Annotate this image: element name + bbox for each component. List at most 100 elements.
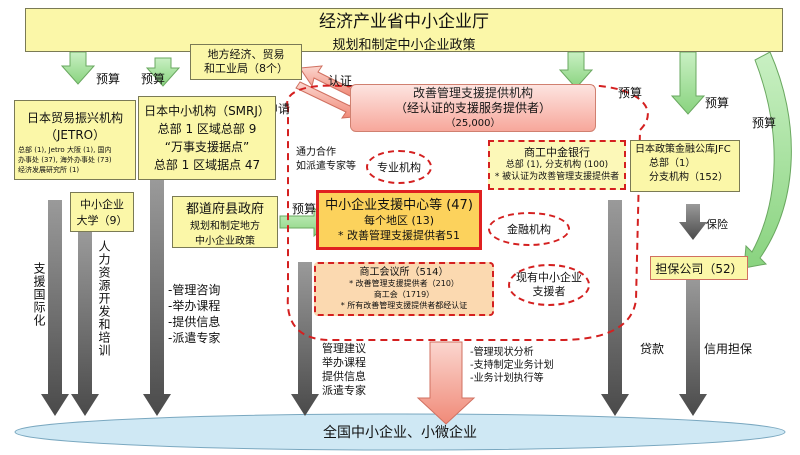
- gray-arrow-1: [41, 200, 69, 416]
- center-service-item: 提供信息: [322, 370, 366, 383]
- smrj-service-item: -派遣专家: [168, 331, 221, 345]
- jetro-title: 日本贸易振兴机构: [26, 111, 123, 125]
- label-budget-guarantee: 预算: [752, 116, 777, 130]
- gray-arrow-2: [71, 232, 99, 416]
- center-line3: * 改善管理支援提供者51: [338, 228, 460, 242]
- shoko-bank-box: 商工中金银行 总部 (1), 分支机构 (100) * 被认证为改善管理支援提供…: [488, 140, 626, 190]
- smrj-title: 日本中小机构（SMRJ）: [144, 104, 270, 118]
- chamber-line2: * 改善管理支援提供者（210）: [349, 279, 459, 288]
- page-subtitle: 规划和制定中小企业政策: [332, 38, 476, 53]
- prefecture-title: 都道府县政府: [185, 201, 264, 217]
- smrj-line3: “万事支援据点”: [164, 140, 250, 154]
- oval-finance: 金融机构: [488, 212, 570, 246]
- chamber-line3: 商工会（1719）: [373, 290, 435, 299]
- shoko-bank-line3: * 被认证为改善管理支援提供者: [494, 172, 620, 182]
- guarantee-company-label: 担保公司（52）: [655, 261, 743, 276]
- prefecture-line2: 规划和制定地方: [190, 220, 260, 232]
- label-budget-prefecture: 预算: [292, 202, 317, 216]
- header-box: 经济产业省中小企业厅 规划和制定中小企业政策: [25, 8, 783, 53]
- budget-arrow-jfc: [670, 51, 706, 115]
- chamber-title: 商工会议所（514）: [359, 267, 449, 278]
- support-provider-title: 改善管理支援提供机构: [412, 85, 533, 100]
- dashed-region: [286, 84, 649, 341]
- center-service-item: 举办课程: [322, 356, 366, 369]
- jetro-abbr: （JETRO）: [44, 128, 106, 142]
- center-services: 管理建议 举办课程 提供信息 派遣专家: [322, 342, 366, 398]
- jfc-line2: 总部（1）: [649, 158, 696, 169]
- center-service-item: 派遣专家: [322, 384, 366, 397]
- smrj-service-item: -提供信息: [168, 315, 221, 329]
- gray-arrow-6: [679, 278, 707, 416]
- gray-arrow-5: [601, 200, 629, 416]
- prefecture-box: 都道府县政府 规划和制定地方 中小企业政策: [172, 196, 278, 248]
- budget-arrow-provider: [558, 51, 594, 89]
- local-bureau-line2: 和工业局（8个）: [204, 62, 288, 75]
- smrj-services: -管理咨询 -举办课程 -提供信息 -派遣专家: [168, 282, 220, 346]
- oval-experts-label: 专业机构: [377, 161, 421, 174]
- gray-arrow-3: [143, 180, 171, 416]
- smrj-service-item: -举办课程: [168, 299, 221, 313]
- budget-arrow-jetro: [60, 51, 96, 85]
- local-bureau-line1: 地方经济、贸易: [207, 48, 285, 61]
- support-provider-line2: （经认证的支援服务提供者）: [394, 100, 551, 115]
- smrj-line4: 总部 1 区域据点 47: [153, 158, 261, 172]
- jetro-detail-3: 经济发展研究所 (1): [18, 166, 80, 174]
- jfc-line3: 分支机构（152）: [649, 172, 729, 183]
- bottom-label-wrap: 全国中小企业、小微企业: [220, 420, 580, 444]
- plan-service-item: -管理现状分析: [470, 347, 534, 358]
- bottom-ellipse: [14, 413, 786, 451]
- sme-univ-title: 中小企业: [80, 198, 124, 211]
- label-budget-jfc: 预算: [705, 96, 730, 110]
- budget-arrow-guarantee: [743, 51, 792, 269]
- shoko-bank-line2: 总部 (1), 分支机构 (100): [505, 160, 609, 170]
- oval-experts: 专业机构: [366, 150, 432, 184]
- center-service-item: 管理建议: [322, 342, 366, 355]
- jetro-detail-2: 办事处 (37), 海外办事处 (73): [18, 156, 112, 164]
- label-budget-provider: 预算: [618, 86, 643, 100]
- label-certify: 认证: [328, 74, 353, 88]
- oval-existing-line1: 现有中小企业: [516, 271, 582, 284]
- smrj-service-item: -管理咨询: [168, 283, 221, 297]
- center-box: 中小企业支援中心等 (47) 每个地区 (13) * 改善管理支援提供者51: [316, 190, 482, 250]
- support-provider-box: 改善管理支援提供机构 （经认证的支援服务提供者） （25,000）: [350, 84, 596, 132]
- label-loan: 贷款: [640, 342, 665, 356]
- pink-down-arrow: [416, 341, 476, 425]
- plan-service-item: -业务计划执行等: [470, 373, 544, 384]
- jetro-services-text: 支援国际化: [32, 262, 46, 327]
- jetro-box: 日本贸易振兴机构 （JETRO） 总部 (1), Jetro 大阪 (1), 国…: [14, 100, 136, 180]
- center-line2: 每个地区 (13): [363, 213, 435, 227]
- oval-finance-label: 金融机构: [507, 223, 551, 236]
- chamber-line4: * 所有改善管理支援提供者都经认证: [340, 301, 468, 310]
- jfc-title: 日本政策金融公库JFC: [635, 144, 731, 155]
- budget-arrow-smrj: [145, 57, 181, 87]
- sme-univ-box: 中小企业 大学（9）: [70, 192, 134, 232]
- gray-arrow-insurance: [679, 204, 707, 240]
- jfc-box: 日本政策金融公库JFC 总部（1） 分支机构（152）: [630, 140, 740, 192]
- oval-existing-line2: 支援者: [532, 285, 566, 298]
- label-insurance: 保险: [706, 218, 728, 231]
- cooperation-line2: 如派遣专家等: [296, 161, 356, 172]
- label-credit-guarantee: 信用担保: [704, 342, 753, 356]
- prefecture-line3: 中小企业政策: [195, 235, 255, 247]
- center-title: 中小企业支援中心等 (47): [325, 197, 473, 213]
- hr-development-text: 人力资源开发和培训: [97, 240, 111, 357]
- label-budget-smrj: 预算: [141, 72, 166, 86]
- sme-univ-sub: 大学（9）: [76, 214, 128, 227]
- smrj-line2: 总部 1 区域总部 9: [157, 122, 257, 136]
- support-provider-count: （25,000）: [445, 117, 501, 129]
- plan-service-item: -支持制定业务计划: [470, 360, 554, 371]
- jetro-detail-1: 总部 (1), Jetro 大阪 (1), 国内: [18, 146, 112, 154]
- smrj-box: 日本中小机构（SMRJ） 总部 1 区域总部 9 “万事支援据点” 总部 1 区…: [138, 96, 276, 180]
- bottom-label: 全国中小企业、小微企业: [323, 425, 477, 441]
- guarantee-company-box: 担保公司（52）: [650, 256, 748, 280]
- cooperation-note: 通力合作 如派遣专家等: [296, 146, 356, 174]
- chamber-box: 商工会议所（514） * 改善管理支援提供者（210） 商工会（1719） * …: [314, 262, 494, 316]
- cooperation-line1: 通力合作: [296, 147, 336, 158]
- oval-existing: 现有中小企业 支援者: [508, 264, 590, 306]
- shoko-bank-title: 商工中金银行: [524, 146, 590, 159]
- local-bureau-box: 地方经济、贸易 和工业局（8个）: [190, 44, 302, 80]
- label-budget-jetro: 预算: [96, 72, 121, 86]
- page-title: 经济产业省中小企业厅: [319, 12, 489, 32]
- gray-arrow-4: [291, 262, 319, 416]
